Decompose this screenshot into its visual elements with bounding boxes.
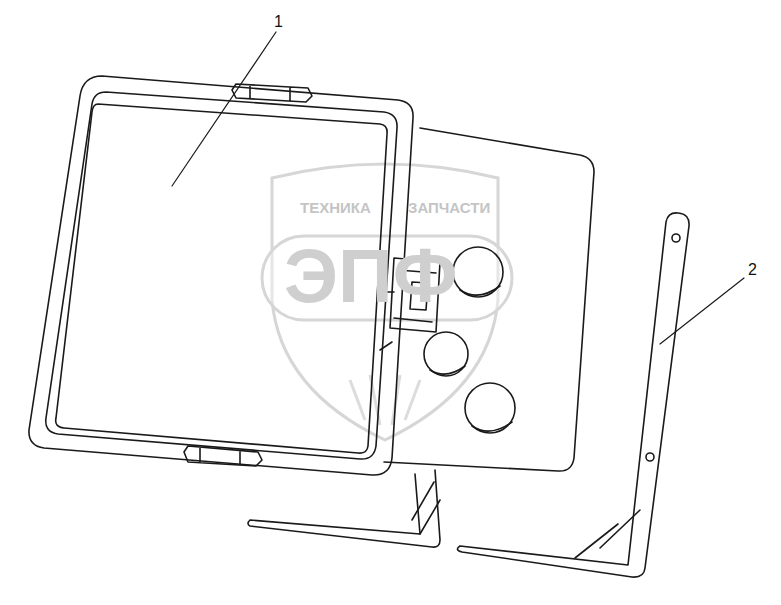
watermark-text: ТЕХНИКА	[300, 200, 371, 215]
watermark-shield	[262, 164, 512, 440]
watermark-logo: ЭПФ	[284, 238, 458, 314]
lamp-bracket	[248, 470, 440, 547]
watermark-text: ЗАПЧАСТИ	[408, 200, 490, 215]
bolt-hole	[646, 453, 654, 461]
knob	[424, 332, 468, 376]
mounting-bracket	[457, 213, 689, 577]
leader-line	[660, 278, 744, 344]
knob	[453, 247, 503, 297]
knob	[465, 383, 515, 433]
frame-clip	[232, 84, 312, 102]
callout-number: 2	[748, 262, 757, 278]
callout-number: 1	[274, 14, 283, 30]
leader-line	[172, 32, 276, 186]
bolt-hole	[672, 234, 680, 242]
